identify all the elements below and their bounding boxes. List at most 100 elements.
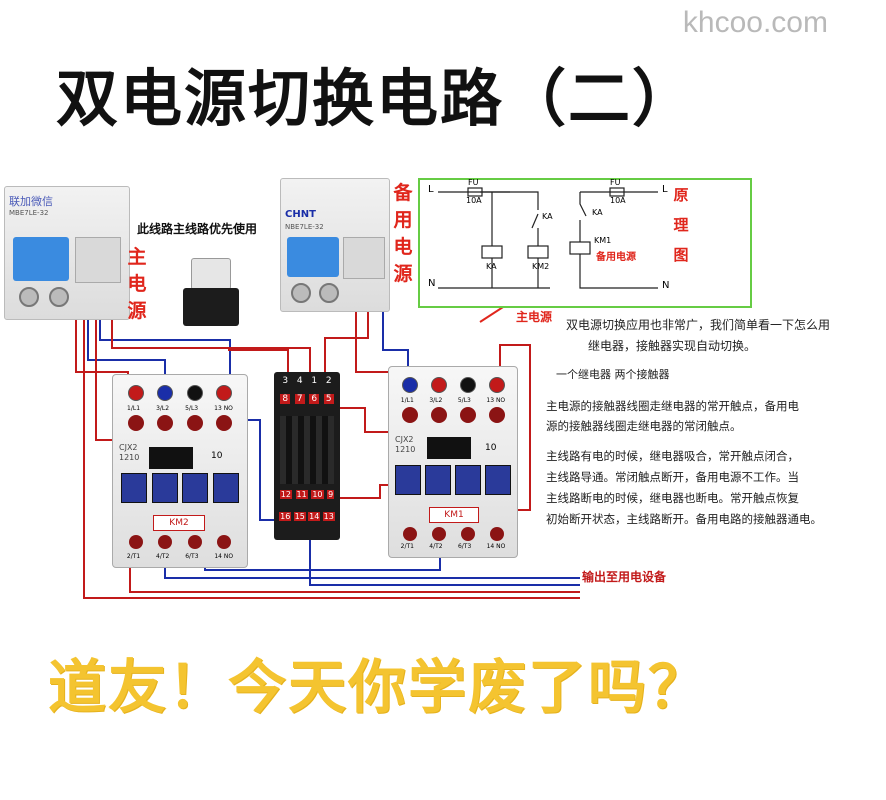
km2-top-terminal-4: 13 NO bbox=[214, 405, 233, 412]
backup-breaker-model: NBE7LE-32 bbox=[285, 223, 324, 231]
km1-armature bbox=[427, 437, 471, 459]
relay-socket-slots bbox=[280, 416, 334, 484]
schematic-rating-left: 10A bbox=[466, 196, 482, 205]
description-para-2-line-1: 主电源的接触器线圈走继电器的常开触点，备用电 bbox=[546, 399, 799, 413]
wire-relay-left-blue bbox=[245, 419, 278, 521]
description-intro: 双电源切换应用也非常广，我们简单看一下怎么用 继电器，接触器实现自动切换。 bbox=[566, 316, 884, 354]
schematic-backup-note: 备用电源 bbox=[596, 252, 636, 263]
km2-top-terminal-1: 1/L1 bbox=[127, 405, 141, 412]
km1-bottom-terminal-4: 14 NO bbox=[486, 543, 506, 550]
relay-top-num-1: 3 bbox=[282, 376, 289, 386]
schematic-km1-coil: KM1 bbox=[594, 236, 612, 245]
km1-bottom-terminal-1: 2/T1 bbox=[400, 543, 414, 550]
schematic-L-right: L bbox=[662, 184, 668, 195]
description-intro-line-1: 双电源切换应用也非常广，我们简单看一下怎么用 bbox=[566, 318, 831, 332]
watermark: khcoo.com bbox=[682, 6, 828, 39]
schematic-fu-left: FU bbox=[468, 178, 479, 187]
description-intro-line-2: 继电器，接触器实现自动切换。 bbox=[588, 339, 757, 353]
description-para-2: 主电源的接触器线圈走继电器的常开触点，备用电 源的接触器线圈走继电器的常闭触点。 bbox=[546, 396, 866, 436]
schematic-N-right: N bbox=[662, 280, 670, 291]
description-para-3-line-2: 主线路导通。常闭触点断开，备用电源不工作。当 bbox=[546, 470, 799, 484]
contactor-km1: 1/L1 3/L2 5/L3 13 NO CJX2 1210 10 KM1 2/… bbox=[388, 366, 518, 558]
relay-lower-num-2: 11 bbox=[295, 490, 308, 499]
wire-km1-aux bbox=[499, 344, 531, 511]
relay-lower-num-3: 10 bbox=[311, 490, 324, 499]
backup-breaker-terminal-1 bbox=[291, 283, 311, 303]
main-breaker-switch bbox=[13, 237, 69, 281]
relay-top-num-3: 1 bbox=[311, 376, 318, 386]
km1-top-terminal-1: 1/L1 bbox=[400, 397, 414, 404]
schematic-label: 原理图 bbox=[673, 186, 689, 264]
description-para-3-line-4: 初始断开状态，主线路断开。备用电路的接触器通电。 bbox=[546, 512, 822, 526]
km1-current: 10 bbox=[485, 443, 497, 453]
backup-power-label: 备用电源 bbox=[393, 182, 413, 285]
wire-main-left-vertical bbox=[95, 320, 118, 441]
backup-breaker-switch bbox=[287, 237, 339, 277]
wire-out-red-2 bbox=[83, 320, 580, 599]
wire-main-blue-2 bbox=[87, 315, 166, 385]
km2-top-screw-1 bbox=[127, 385, 144, 401]
relay-top-num-2: 4 bbox=[296, 376, 303, 386]
schematic-drawing bbox=[438, 187, 658, 289]
wire-main-red-2 bbox=[111, 315, 311, 372]
km1-bottom-terminal-2: 4/T2 bbox=[429, 543, 443, 550]
description-para-2-line-2: 源的接触器线圈走继电器的常闭触点。 bbox=[546, 419, 742, 433]
km2-top-screw-3 bbox=[186, 385, 203, 401]
relay-mid-num-3: 6 bbox=[309, 394, 320, 404]
relay-mid-num-1: 8 bbox=[280, 394, 291, 404]
wire-backup-red-1 bbox=[324, 312, 369, 372]
main-breaker-model: MBE7LE-32 bbox=[9, 209, 49, 217]
km2-top-terminal-3: 5/L3 bbox=[185, 405, 199, 412]
relay-module bbox=[183, 258, 239, 328]
km2-current: 10 bbox=[211, 451, 223, 461]
relay-bottom-num-1: 16 bbox=[279, 512, 292, 521]
schematic-fu-right: FU bbox=[610, 178, 621, 187]
relay-mid-num-2: 7 bbox=[294, 394, 305, 404]
km1-tag: KM1 bbox=[429, 507, 479, 523]
schematic-ka-coil: KA bbox=[486, 262, 497, 271]
km2-brand: CJX2 bbox=[119, 443, 138, 452]
relay-bottom-num-4: 13 bbox=[322, 512, 335, 521]
km2-bottom-terminal-4: 14 NO bbox=[214, 553, 234, 560]
priority-note: 此线路主线路优先使用 bbox=[137, 222, 258, 236]
km1-top-terminal-2: 3/L2 bbox=[429, 397, 443, 404]
schematic-L-left: L bbox=[428, 184, 434, 195]
schematic-ka-contact-left: KA bbox=[542, 212, 553, 221]
schematic-box: L N FU 10A KA KA KM2 FU 10A KA KM1 备用电源 … bbox=[418, 178, 752, 308]
schematic-ka-contact-right: KA bbox=[592, 208, 603, 217]
km2-model: 1210 bbox=[119, 453, 140, 462]
schematic-N-left: N bbox=[428, 278, 436, 289]
main-breaker: 联加微信 MBE7LE-32 bbox=[4, 186, 130, 320]
contactor-km2: 1/L1 3/L2 5/L3 13 NO CJX2 1210 10 KM2 2/… bbox=[112, 374, 248, 568]
description-para-3-line-3: 主线路断电的时候，继电器也断电。常开触点恢复 bbox=[546, 491, 799, 505]
km2-top-terminal-2: 3/L2 bbox=[156, 405, 170, 412]
relay-bottom-num-2: 15 bbox=[293, 512, 306, 521]
km2-top-screw-4 bbox=[216, 385, 233, 401]
backup-breaker-rcd bbox=[343, 237, 385, 279]
relay-bottom-num-3: 14 bbox=[308, 512, 321, 521]
backup-breaker: CHNT NBE7LE-32 bbox=[280, 178, 390, 312]
schematic-rating-right: 10A bbox=[610, 196, 626, 205]
km2-top-screw-2 bbox=[157, 385, 174, 401]
wire-out-red-1 bbox=[129, 558, 580, 593]
description-components: 一个继电器 两个接触器 bbox=[556, 368, 670, 381]
wire-relay-bottom-red bbox=[338, 484, 388, 499]
km2-bottom-terminal-1: 2/T1 bbox=[126, 553, 141, 560]
relay-lower-num-1: 12 bbox=[279, 490, 292, 499]
km1-bottom-terminal-3: 6/T3 bbox=[457, 543, 472, 550]
km2-bottom-terminal-2: 4/T2 bbox=[156, 553, 170, 560]
relay-top-num-4: 2 bbox=[325, 376, 332, 386]
description-para-3: 主线路有电的时候，继电器吸合，常开触点闭合， 主线路导通。常闭触点断开，备用电源… bbox=[546, 446, 876, 530]
wire-relay-km2 bbox=[228, 349, 289, 372]
main-breaker-terminal-2 bbox=[49, 287, 69, 307]
main-breaker-brand: 联加微信 bbox=[9, 195, 53, 208]
wire-main-blue-1 bbox=[99, 315, 231, 385]
main-breaker-terminal-1 bbox=[19, 287, 39, 307]
wire-out-blue-3 bbox=[309, 540, 580, 586]
km1-top-terminal-3: 5/L3 bbox=[457, 397, 471, 404]
wire-relay-km1-coil bbox=[340, 407, 388, 433]
km1-model: 1210 bbox=[395, 445, 416, 454]
backup-breaker-terminal-2 bbox=[319, 283, 339, 303]
km2-tag: KM2 bbox=[153, 515, 205, 531]
backup-breaker-brand: CHNT bbox=[285, 209, 316, 220]
